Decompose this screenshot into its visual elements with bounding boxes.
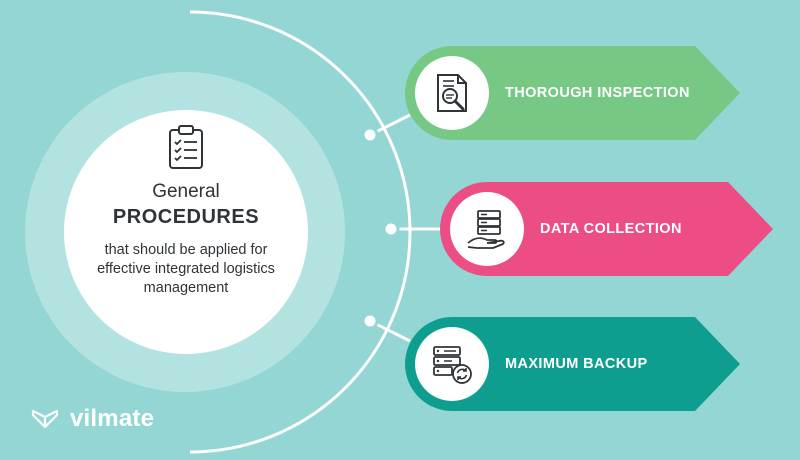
item-2-label: DATA COLLECTION [540,221,682,237]
center-description: that should be applied for effective int… [97,242,275,296]
item-maximum-backup: MAXIMUM BACKUP [405,317,740,411]
item-3-label: MAXIMUM BACKUP [505,356,648,372]
item-2-icon-holder [450,192,524,266]
item-3-background [405,317,740,411]
center-title-line2: PROCEDURES [112,206,260,228]
center-title-line1: General [152,181,220,202]
item-3-icon-holder [415,327,489,401]
junction-dot-1 [361,126,379,144]
vilmate-logo-icon [31,409,59,429]
server-backup-icon [433,346,472,384]
clipboard-checklist-icon [169,125,203,169]
document-magnifier-icon [437,74,467,112]
item-2-background [440,182,773,276]
item-1-icon-holder [415,56,489,130]
junction-dot-3 [361,312,379,330]
item-1-label: THOROUGH INSPECTION [505,85,690,101]
hand-server-icon [467,210,505,249]
item-thorough-inspection: THOROUGH INSPECTION [405,46,740,140]
brand-name: vilmate [70,405,155,432]
junction-dot-2 [382,220,400,238]
center-content: General PROCEDURES that should be applie… [64,110,308,354]
item-1-background [405,46,740,140]
vilmate-logo: vilmate [30,404,154,434]
item-data-collection: DATA COLLECTION [440,182,773,276]
